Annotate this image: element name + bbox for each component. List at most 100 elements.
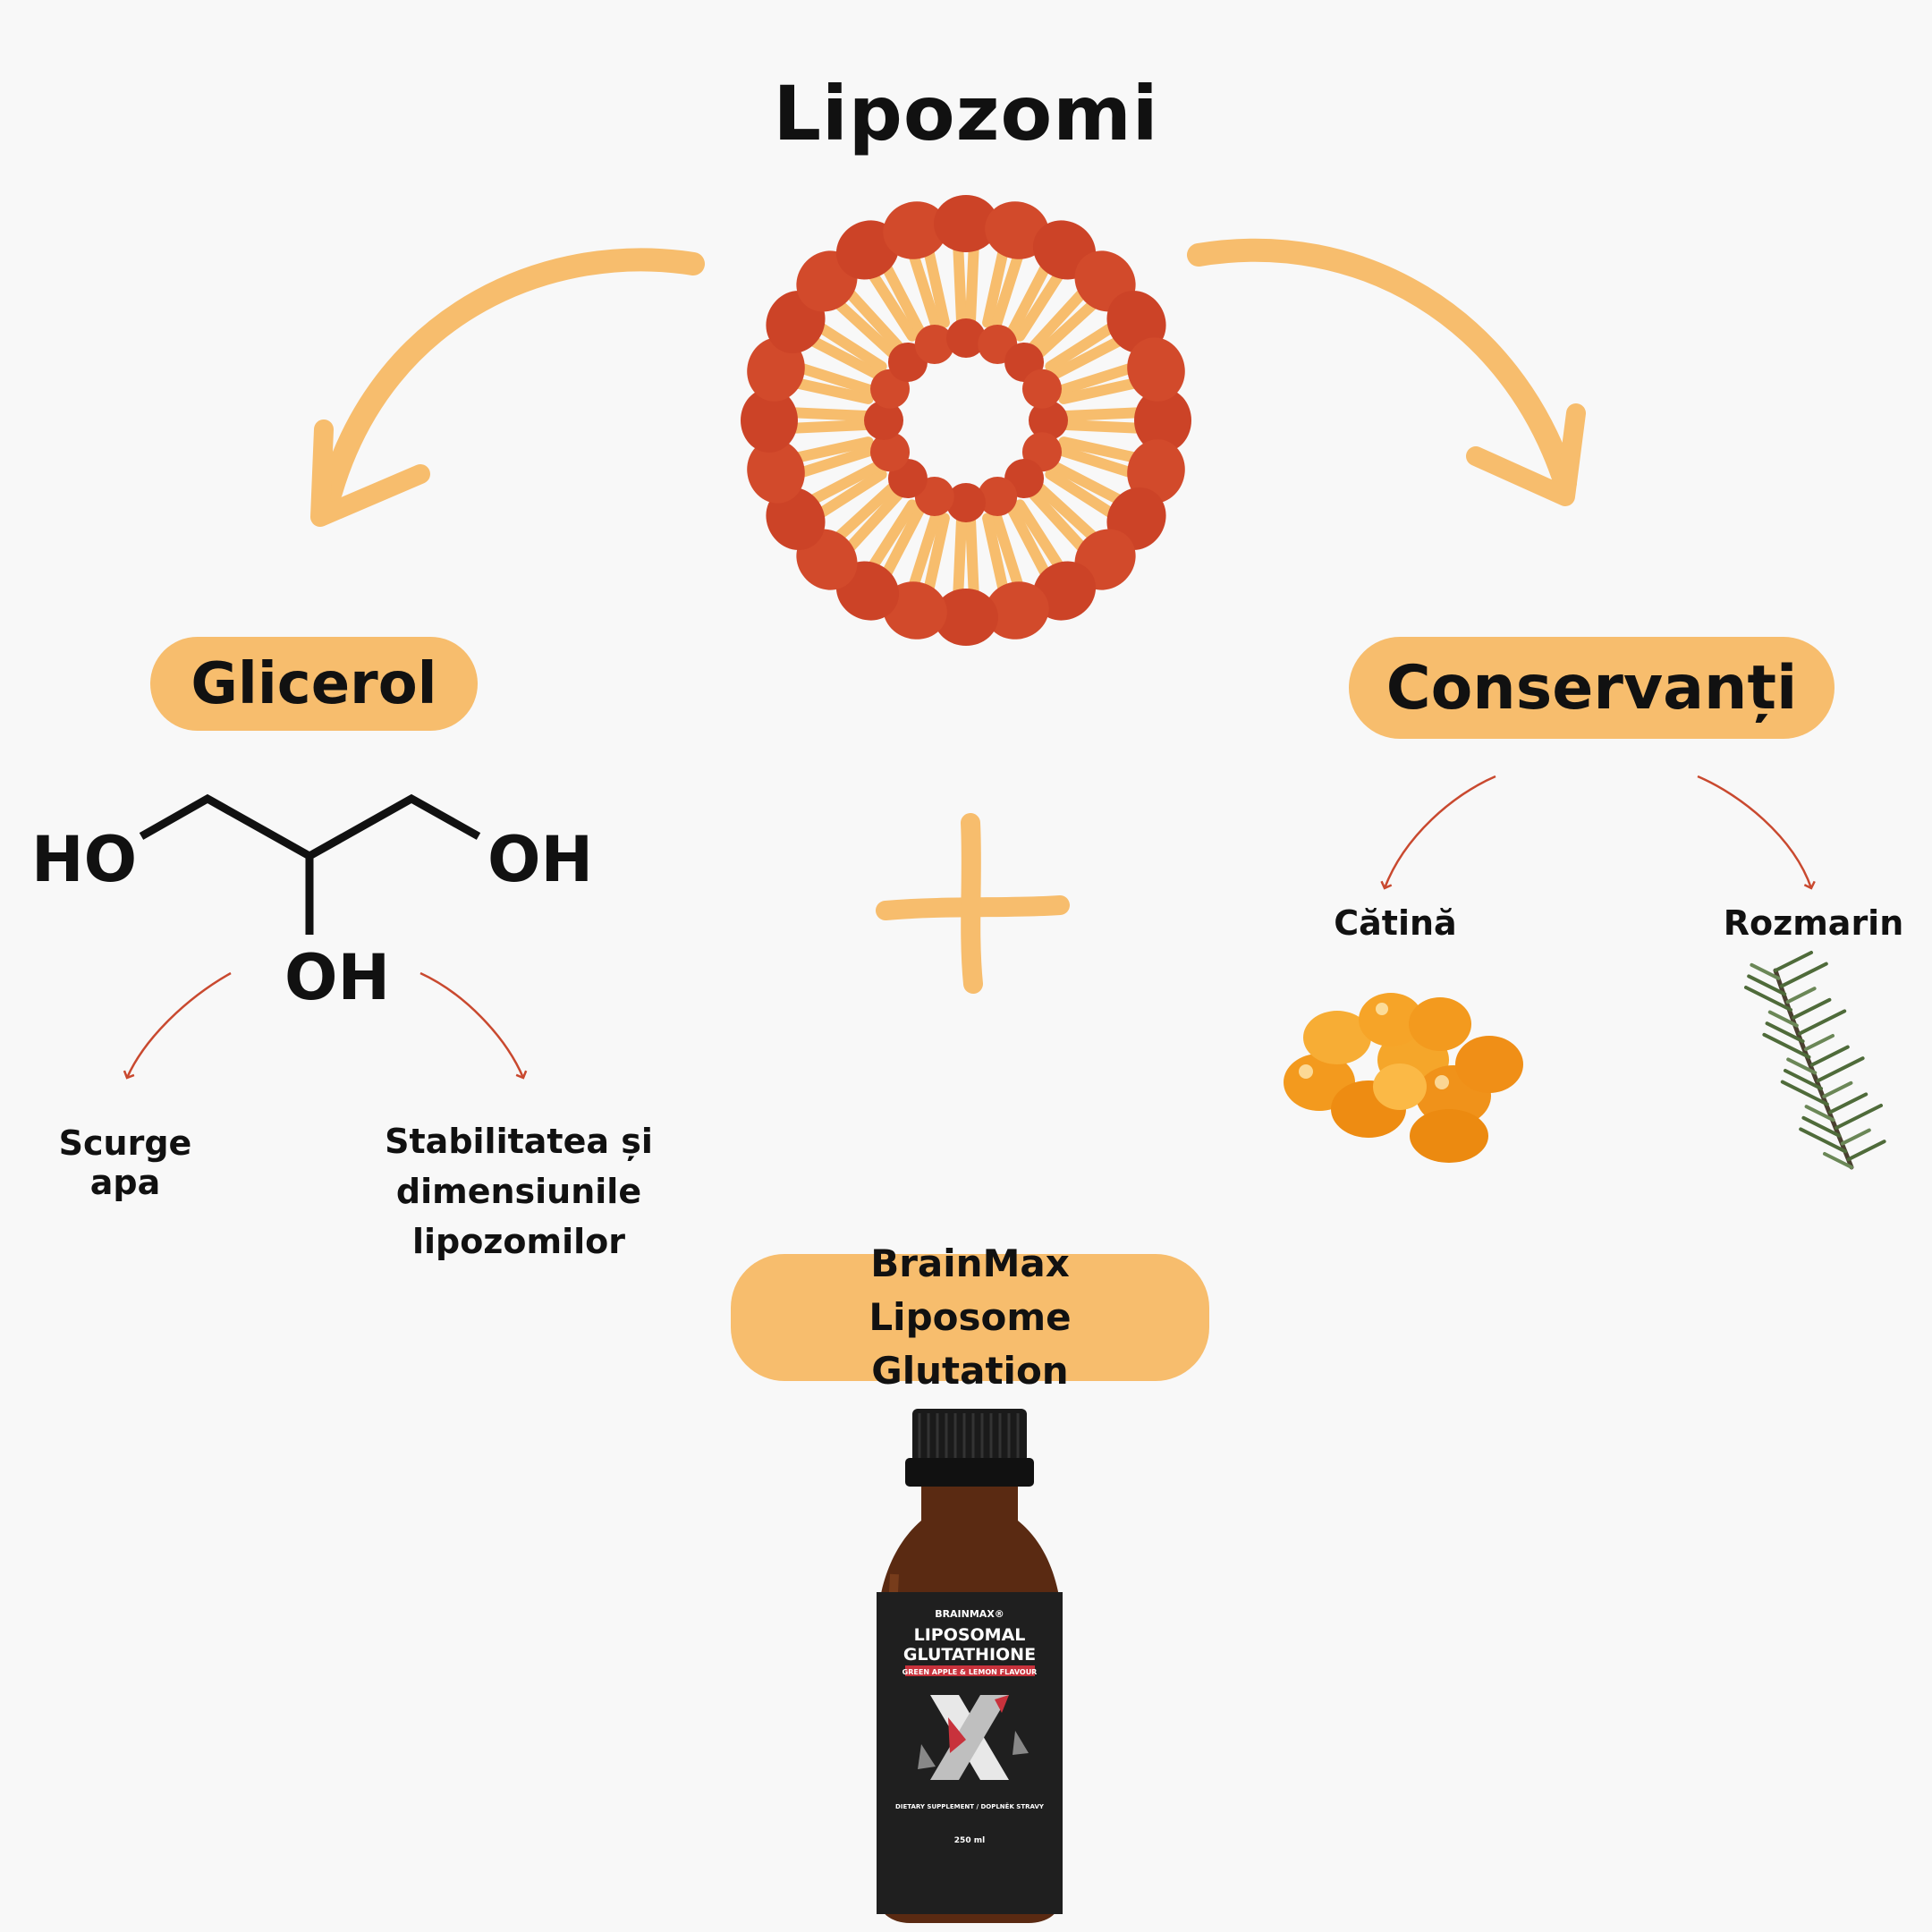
rosemary-leaf [1823, 1152, 1853, 1169]
lipid-tail [877, 256, 926, 337]
rosemary-leaf [1767, 1010, 1799, 1028]
rosemary-leaf [1762, 1032, 1811, 1059]
bottle-name-line2: GLUTATHIONE [903, 1645, 1036, 1665]
rosemary-leaf [1744, 986, 1792, 1012]
lipid-head-inner [870, 432, 911, 472]
product-label: BrainMax Liposome Glutation [869, 1241, 1072, 1393]
lipid-tail [906, 244, 942, 331]
lipid-tail [864, 264, 918, 342]
sea-buckthorn-icon [1284, 993, 1523, 1163]
product-pill: BrainMax Liposome Glutation [731, 1241, 1209, 1393]
lipid-tail [1055, 360, 1142, 396]
lipid-tail [921, 513, 950, 601]
arrow-glicerol-right [419, 971, 528, 1080]
rosemary-leaf [1798, 1009, 1847, 1036]
rosemary-leaf [1750, 962, 1781, 980]
lipid-tail [1045, 318, 1123, 372]
conservanti-pill: Conservanți [1349, 637, 1835, 739]
bottle-brand: BRAINMAX® [935, 1608, 1004, 1620]
lipid-tail [828, 482, 898, 547]
lipid-tail [1049, 332, 1131, 380]
lipid-head-outer [934, 195, 998, 252]
lipid-tail [1034, 482, 1104, 547]
lipid-tail [782, 419, 872, 434]
lipid-head-inner [946, 318, 986, 358]
lipid-head-outer [747, 337, 805, 402]
lipid-head-inner [1029, 401, 1068, 440]
lipid-head-outer [835, 220, 900, 280]
lipid-tail [1006, 504, 1055, 585]
lipid-tail [1034, 294, 1104, 359]
lipid-tail [965, 514, 979, 605]
lipid-tail [1045, 469, 1123, 522]
item-catina: Cătină [1334, 903, 1457, 943]
rosemary-leaf [1774, 951, 1813, 972]
lipid-tail [982, 513, 1011, 601]
glicerol-pill: Glicerol [150, 637, 478, 731]
rosemary-leaf [1835, 1104, 1883, 1130]
lipid-tail [1014, 499, 1068, 577]
rosemary-leaf [1784, 1069, 1823, 1090]
lipid-head-outer [934, 589, 998, 646]
lipid-tail [990, 510, 1026, 597]
lipid-head-outer [1127, 439, 1185, 504]
lipid-head-outer [883, 201, 947, 259]
lipid-head-outer [1106, 290, 1166, 354]
bottle-name-line1: LIPOSOMAL [914, 1625, 1026, 1645]
lipid-tail [790, 360, 877, 396]
lipid-tail [1060, 407, 1150, 421]
lipid-tail [801, 461, 883, 509]
lipid-head-outer [1032, 561, 1097, 621]
glycerol-structure [139, 793, 481, 861]
lipid-tail [785, 436, 874, 465]
glycerol-group-left: HO [31, 823, 138, 896]
rosemary-leaf [1801, 1115, 1842, 1138]
rosemary-leaf [1799, 1127, 1848, 1154]
lipid-tail [953, 514, 967, 605]
lipid-tail [782, 407, 872, 421]
liposome-core [903, 358, 1029, 483]
lipid-head-outer [741, 388, 798, 453]
lipid-tail [1049, 461, 1131, 509]
lipid-head-inner [914, 325, 954, 365]
lipid-head-outer [1134, 388, 1191, 453]
lipid-head-inner [864, 401, 903, 440]
rosemary-leaf [1816, 1056, 1865, 1083]
arrow-cons-left [1380, 775, 1496, 890]
lipid-tail [785, 376, 874, 404]
lipid-head-outer [766, 487, 826, 551]
glycerol-group-bottom: OH [284, 941, 391, 1014]
glycerol-group-right: OH [487, 823, 594, 896]
arrow-glicerol-left [123, 971, 232, 1080]
lipid-tail [1058, 376, 1147, 404]
lipid-tail [1028, 283, 1092, 352]
lipid-head-outer [985, 201, 1049, 259]
bottle-volume: 250 ml [954, 1836, 985, 1845]
arrow-left-large [310, 248, 705, 527]
lipid-tail [809, 469, 887, 522]
lipid-tail [921, 240, 950, 328]
effect-stabilitatea: Stabilitatea și dimensiunile lipozomilor [385, 1122, 653, 1261]
rosemary-leaf [1840, 1128, 1871, 1146]
rosemary-leaf [1786, 1057, 1818, 1075]
rosemary-leaf [1747, 974, 1787, 996]
rosemary-leaf [1804, 1034, 1835, 1051]
effect-scurge-apa: Scurge apa [58, 1123, 192, 1202]
bottle-flavour: GREEN APPLE & LEMON FLAVOUR [902, 1668, 1038, 1676]
lipid-head-outer [747, 439, 805, 504]
lipid-tail [864, 499, 918, 577]
lipid-tail [1058, 436, 1147, 465]
lipid-tail [965, 236, 979, 326]
lipid-tail [906, 510, 942, 597]
rosemary-leaf [1828, 1092, 1868, 1114]
lipid-head-inner [1021, 369, 1062, 409]
liposome-icon [741, 195, 1191, 646]
lipid-head-outer [883, 581, 947, 640]
lipid-head-inner [978, 476, 1018, 516]
rosemary-leaf [1792, 997, 1832, 1020]
lipid-tail [840, 488, 904, 558]
rosemary-leaf [1846, 1140, 1886, 1162]
lipid-tail [790, 445, 877, 480]
bottle-x-logo-icon [918, 1695, 1029, 1780]
